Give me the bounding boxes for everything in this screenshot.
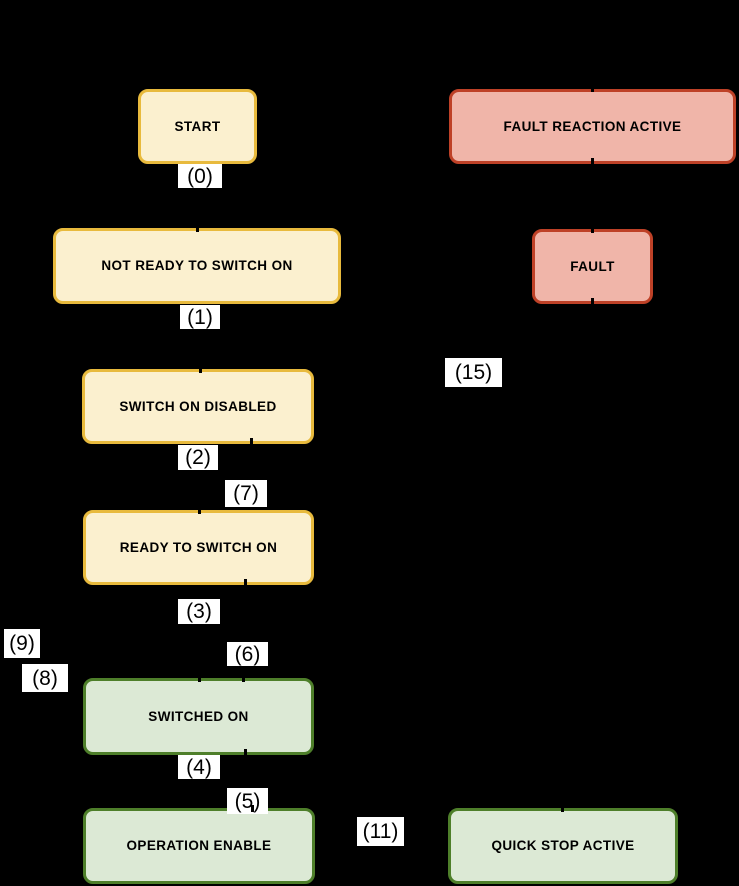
connector-anchor-mark: [591, 158, 594, 165]
state-switch-on-disabled: SWITCH ON DISABLED: [82, 369, 314, 444]
state-operation-enable: OPERATION ENABLE: [83, 808, 315, 884]
state-start: START: [138, 89, 257, 164]
state-fault: FAULT: [532, 229, 653, 304]
transition-label-2: (2): [178, 445, 218, 470]
transition-label-9: (9): [4, 629, 40, 658]
transition-label-4: (4): [178, 755, 220, 779]
state-not-ready-to-switch-on: NOT READY TO SWITCH ON: [53, 228, 341, 304]
transition-label-8: (8): [22, 664, 68, 692]
connector-anchor-mark: [251, 805, 254, 812]
state-fault-reaction-active: FAULT REACTION ACTIVE: [449, 89, 736, 164]
connector-anchor-mark: [244, 579, 247, 586]
transition-label-3: (3): [178, 599, 220, 624]
connector-anchor-mark: [242, 675, 245, 682]
state-quick-stop-active: QUICK STOP ACTIVE: [448, 808, 678, 884]
connector-anchor-mark: [198, 507, 201, 514]
connector-anchor-mark: [591, 85, 594, 92]
connector-anchor-mark: [244, 749, 247, 756]
transition-label-1: (1): [180, 305, 220, 329]
connector-anchor-mark: [250, 438, 253, 445]
transition-label-11: (11): [357, 817, 404, 846]
connector-anchor-mark: [199, 366, 202, 373]
transition-label-15: (15): [445, 358, 502, 387]
connector-anchor-mark: [198, 675, 201, 682]
connector-anchor-mark: [591, 226, 594, 233]
state-switched-on: SWITCHED ON: [83, 678, 314, 755]
connector-anchor-mark: [196, 225, 199, 232]
transition-label-0: (0): [178, 164, 222, 188]
transition-label-7: (7): [225, 480, 267, 507]
transition-label-5: (5): [227, 788, 268, 814]
connector-anchor-mark: [591, 298, 594, 305]
connector-anchor-mark: [561, 805, 564, 812]
transition-label-6: (6): [227, 642, 268, 666]
state-ready-to-switch-on: READY TO SWITCH ON: [83, 510, 314, 585]
